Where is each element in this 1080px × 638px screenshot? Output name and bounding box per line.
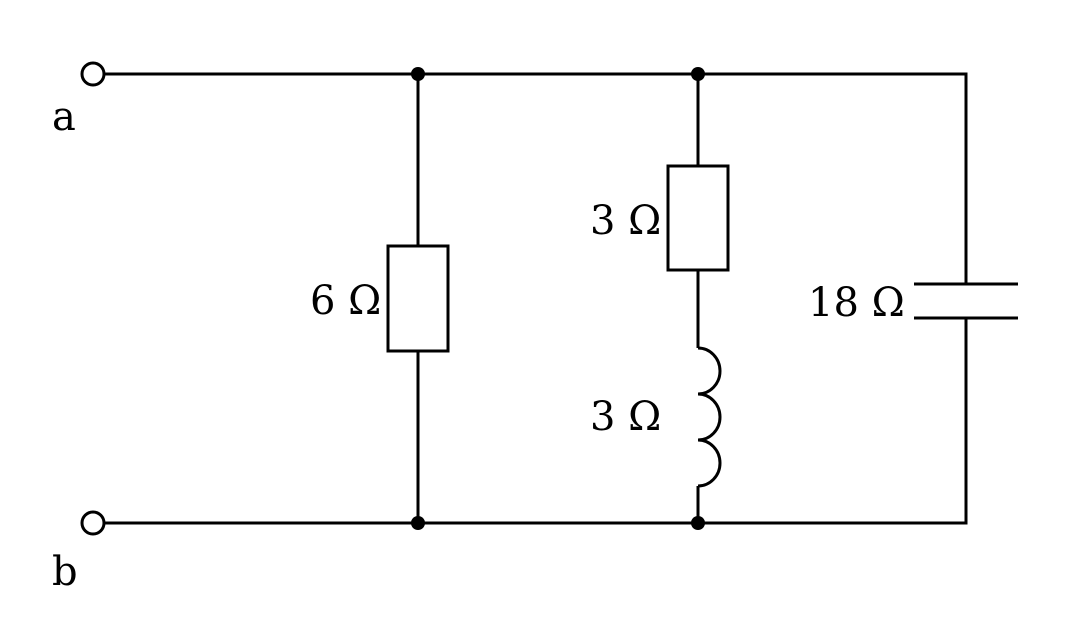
terminal-b-label: b: [52, 549, 78, 595]
junction-bottom-left: [411, 516, 425, 530]
bottom-wire: [104, 318, 968, 525]
capacitor-18-ohm-label: 18 Ω: [808, 280, 905, 326]
junction-top-left: [411, 67, 425, 81]
inductor-3-ohm-label: 3 Ω: [590, 394, 661, 440]
resistor-3-ohm: [666, 164, 730, 272]
resistor-3-ohm-label: 3 Ω: [590, 198, 661, 244]
inductor-coil: [697, 346, 722, 488]
resistor-6-ohm: [386, 244, 450, 353]
terminal-a-label: a: [52, 94, 76, 140]
junction-top-middle: [691, 67, 705, 81]
resistor-6-ohm-label: 6 Ω: [310, 278, 381, 324]
terminal-a: [80, 61, 106, 87]
junction-bottom-middle: [691, 516, 705, 530]
top-wire: [104, 72, 968, 284]
terminal-b: [80, 510, 106, 536]
